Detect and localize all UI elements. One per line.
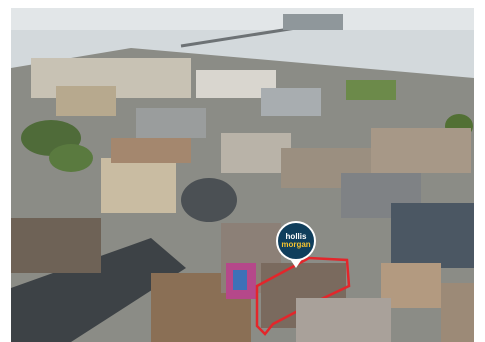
haze-area	[11, 8, 474, 30]
grey-building	[261, 88, 321, 116]
solar-roof	[391, 203, 474, 268]
green-field	[346, 80, 396, 100]
far-right-building	[441, 283, 474, 342]
trees-left-2	[49, 144, 93, 172]
pier	[180, 26, 297, 48]
mid-block	[221, 133, 291, 173]
brick-terrace	[111, 138, 191, 163]
crescent-building	[56, 86, 116, 116]
dark-roof	[11, 238, 186, 342]
badge-line2: morgan	[281, 240, 311, 249]
agent-logo-badge: hollis morgan	[276, 221, 316, 261]
round-roof	[181, 178, 237, 222]
badge-pointer-icon	[290, 259, 302, 268]
lower-left-roofs	[11, 218, 101, 273]
aerial-photo	[11, 8, 474, 342]
car-park	[136, 108, 206, 138]
right-terrace	[371, 128, 471, 173]
aerial-photo-drawing	[11, 8, 474, 342]
mural-detail	[233, 270, 247, 290]
pier-pavilion	[283, 14, 343, 30]
bottom-block	[296, 298, 391, 342]
corner-building	[101, 158, 176, 213]
badge-line1: hollis	[285, 232, 307, 241]
